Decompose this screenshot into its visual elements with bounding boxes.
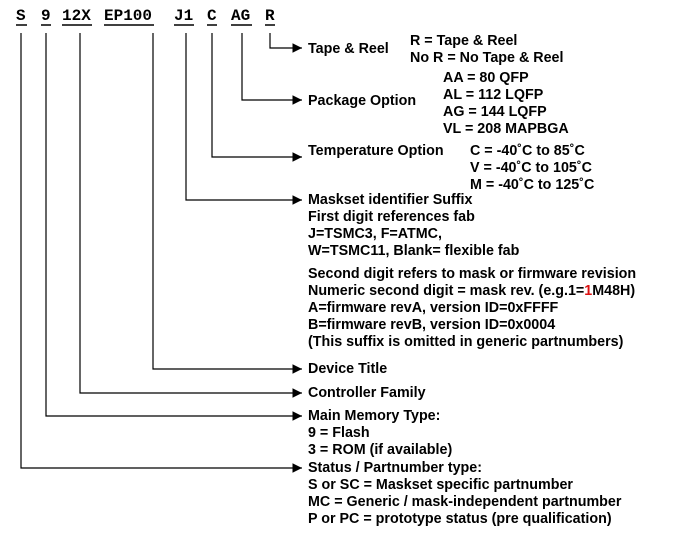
connector-lines: [20, 33, 302, 473]
segment-temperature: C: [207, 7, 217, 25]
maskset-label: Maskset identifier Suffix: [308, 192, 473, 208]
maskset-line: B=firmware revB, version ID=0x0004: [308, 317, 555, 333]
segment-memory-type: 9: [41, 7, 51, 25]
connector-device-title: [152, 33, 302, 374]
package-option: AA = 80 QFP: [443, 70, 529, 86]
field-memory-type: Main Memory Type: 9 = Flash 3 = ROM (if …: [308, 408, 452, 458]
field-temperature: Temperature Option C = -40˚C to 85˚C V =…: [308, 143, 594, 193]
maskset-line: A=firmware revA, version ID=0xFFFF: [308, 300, 559, 316]
memory-type-option: 3 = ROM (if available): [308, 442, 452, 458]
connector-temperature: [211, 33, 302, 162]
temperature-option: C = -40˚C to 85˚C: [470, 143, 585, 159]
package-option: AL = 112 LQFP: [443, 87, 544, 103]
part-number-code: S 9 12X EP100 J1 C AG R: [16, 7, 275, 26]
connector-controller-family: [79, 33, 302, 398]
tape-reel-option: No R = No Tape & Reel: [410, 50, 563, 66]
maskset-line: J=TSMC3, F=ATMC,: [308, 226, 442, 242]
connector-status: [20, 33, 302, 473]
numeric-post: M48H): [592, 283, 635, 299]
maskset-line: (This suffix is omitted in generic partn…: [308, 334, 624, 350]
field-maskset: Maskset identifier Suffix First digit re…: [308, 192, 636, 350]
temperature-option: M = -40˚C to 125˚C: [470, 177, 594, 193]
status-option: MC = Generic / mask-independent partnumb…: [308, 494, 622, 510]
segment-maskset: J1: [174, 7, 193, 25]
memory-type-option: 9 = Flash: [308, 425, 370, 441]
connector-maskset: [185, 33, 302, 205]
field-tape-reel: Tape & Reel R = Tape & Reel No R = No Ta…: [308, 33, 563, 66]
status-label: Status / Partnumber type:: [308, 460, 482, 476]
segment-status: S: [16, 7, 26, 25]
tape-reel-label: Tape & Reel: [308, 41, 389, 57]
field-status: Status / Partnumber type: S or SC = Mask…: [308, 460, 622, 527]
tape-reel-option: R = Tape & Reel: [410, 33, 517, 49]
segment-package: AG: [231, 7, 250, 25]
segment-device-title: EP100: [104, 7, 152, 25]
memory-type-label: Main Memory Type:: [308, 408, 440, 424]
maskset-line: W=TSMC11, Blank= flexible fab: [308, 243, 520, 259]
package-option: VL = 208 MAPBGA: [443, 121, 569, 137]
maskset-line: Second digit refers to mask or firmware …: [308, 266, 636, 282]
package-option: AG = 144 LQFP: [443, 104, 547, 120]
segment-tape-reel: R: [265, 7, 275, 25]
package-label: Package Option: [308, 93, 416, 109]
numeric-highlight: 1: [584, 283, 592, 299]
numeric-pre: Numeric second digit = mask rev. (e.g.1=: [308, 283, 584, 299]
temperature-label: Temperature Option: [308, 143, 444, 159]
status-option: P or PC = prototype status (pre qualific…: [308, 511, 612, 527]
maskset-numeric-line: Numeric second digit = mask rev. (e.g.1=…: [308, 283, 635, 299]
controller-family-label: Controller Family: [308, 385, 426, 401]
connector-tape-reel: [269, 33, 302, 53]
connector-memory-type: [45, 33, 302, 421]
field-package: Package Option AA = 80 QFP AL = 112 LQFP…: [308, 70, 569, 137]
maskset-line: First digit references fab: [308, 209, 475, 225]
temperature-option: V = -40˚C to 105˚C: [470, 160, 592, 176]
device-title-label: Device Title: [308, 361, 387, 377]
segment-family: 12X: [62, 7, 91, 25]
connector-package: [241, 33, 302, 105]
status-option: S or SC = Maskset specific partnumber: [308, 477, 573, 493]
